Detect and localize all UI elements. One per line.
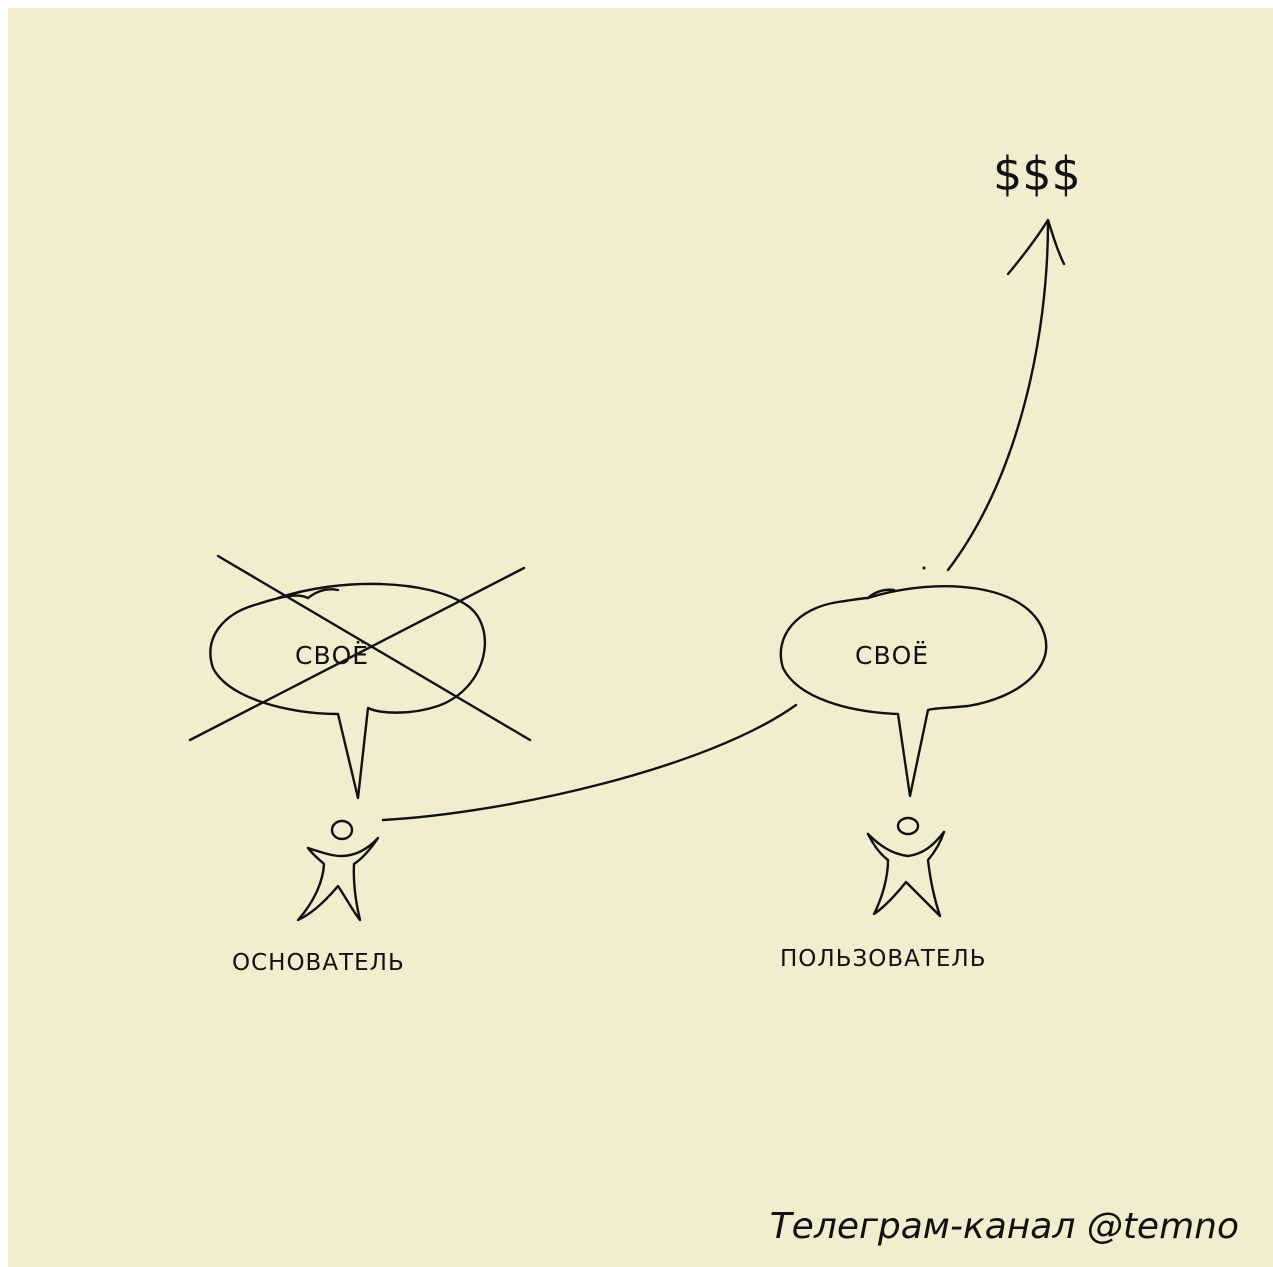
diagram-svg: СВОЁ СВОЁ ОСНОВАТЕЛЬ ПОЛЬЗОВАТЕ (188, 147, 1081, 976)
diagram-canvas: СВОЁ СВОЁ ОСНОВАТЕЛЬ ПОЛЬЗОВАТЕ (8, 8, 1273, 1267)
founder-label: ОСНОВАТЕЛЬ (232, 950, 405, 976)
footer-credit: Телеграм-канал @temno (769, 1206, 1239, 1247)
cross-line-2 (188, 566, 526, 742)
growth-curve (381, 703, 798, 822)
user-figure-icon (866, 816, 946, 918)
arrow-head-icon (1006, 218, 1066, 276)
user-label: ПОЛЬЗОВАТЕЛЬ (780, 946, 987, 972)
founder-figure-icon (296, 819, 380, 922)
user-speech-bubble: СВОЁ (779, 584, 1048, 798)
growth-arrow-line (946, 220, 1050, 572)
money-target: $$$ (993, 147, 1081, 201)
founder-speech-bubble: СВОЁ (188, 554, 532, 800)
cross-line-1 (216, 554, 532, 742)
user-bubble-text: СВОЁ (855, 641, 929, 670)
